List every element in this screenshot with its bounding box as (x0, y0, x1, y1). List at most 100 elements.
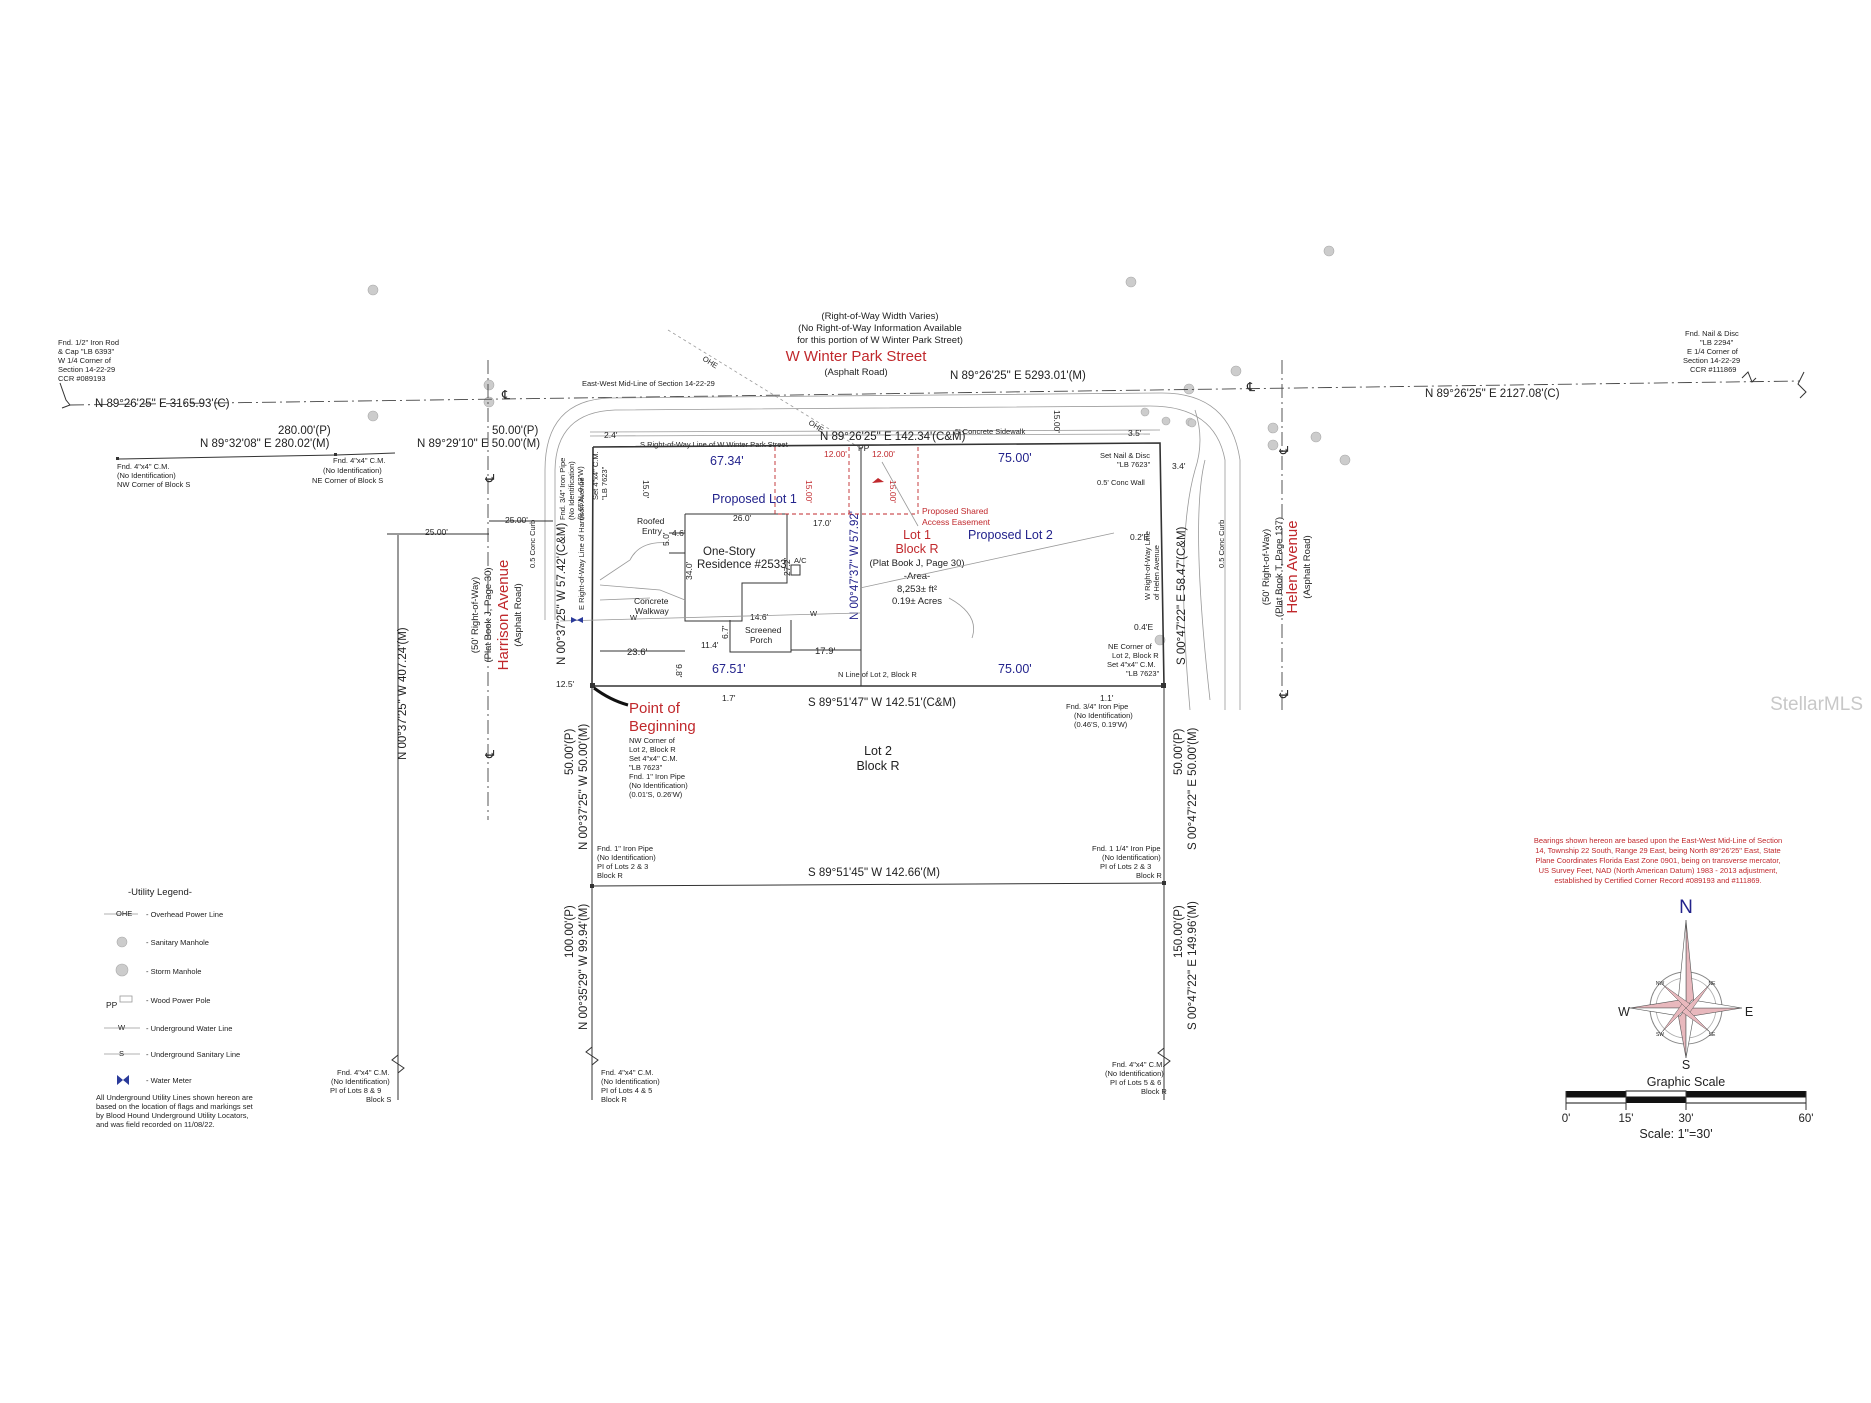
helen-label-group: Helen Avenue (Asphalt Road) (50' Right-o… (1261, 517, 1313, 617)
pi23e-1: Fnd. 1 1/4" Iron Pipe (1092, 844, 1161, 853)
pi23e-4: Block R (1136, 871, 1162, 880)
lot1-plat: (Plat Book J, Page 30) (869, 558, 964, 569)
legend-item-water-line: - Underground Water Line (146, 1024, 232, 1033)
legend-item-power-pole: - Wood Power Pole (146, 996, 210, 1005)
lot-utilities: W W (559, 532, 1115, 639)
water-meter (571, 617, 577, 623)
watermark: StellarMLS (1770, 694, 1863, 715)
pi23w-3: PI of Lots 2 & 3 (597, 862, 648, 871)
dim-12-b: 12.00' (872, 449, 895, 459)
power-pole-icon: PP (106, 1000, 118, 1010)
walkway-1: Concrete (634, 596, 669, 606)
nw-block-s-2: (No Identification) (117, 471, 176, 480)
point-of-beginning: Point of Beginning NW Corner of Lot 2, B… (593, 686, 696, 799)
legend-item-water-meter: - Water Meter (146, 1076, 192, 1085)
midline-e-bearing: N 89°26'25" E 2127.08'(C) (1425, 388, 1560, 400)
legend-note-2: based on the location of flags and marki… (96, 1102, 254, 1111)
storm-manhole (1310, 431, 1322, 443)
street-centerlines: ℄ ℄ ℄ ℄ (483, 360, 1291, 820)
dim-25-b: 25.00' (505, 515, 528, 525)
pi23w-1: Fnd. 1" Iron Pipe (597, 844, 653, 853)
pi89-1: Fnd. 4"x4" C.M. (337, 1068, 389, 1077)
set-cm-2: "LB 7623" (600, 466, 609, 500)
harrison-plat: 50.00'(P) (492, 425, 538, 437)
dim-3-4: 3.4' (1172, 461, 1186, 471)
ac-unit (790, 564, 801, 576)
lot1-label-group: Lot 1 Block R (Plat Book J, Page 30) -Ar… (869, 528, 964, 607)
centerline-symbol: ℄ (1246, 380, 1256, 394)
harrison-label-group: Harrison Avenue (Asphalt Road) (50' Righ… (470, 560, 524, 671)
dim-26-0: 26.0' (733, 513, 752, 523)
pi45-1: Fnd. 4"x4" C.M. (601, 1068, 653, 1077)
harrison-measured: N 89°29'10" E 50.00'(M) (417, 438, 540, 450)
proposed-lot2-label: Proposed Lot 2 (968, 528, 1053, 542)
compass-e: E (1745, 1005, 1753, 1019)
porch-1: Screened (745, 625, 782, 635)
pob-desc-7: (0.01'S, 0.26'W) (629, 790, 683, 799)
dim-2-4: 2.4' (604, 430, 618, 440)
pi56-4: Block R (1141, 1087, 1167, 1096)
dim-23-6: 23.6' (627, 647, 647, 658)
compass-s: S (1682, 1058, 1690, 1072)
pob-desc-1: NW Corner of (629, 736, 676, 745)
lot2-block-label: Block R (856, 759, 899, 773)
ac-label: A/C (794, 556, 807, 565)
ne-block-s-2: (No Identification) (323, 466, 382, 475)
water-line-icon: W (118, 1023, 126, 1032)
storm-manhole (367, 410, 379, 422)
corner-notes: Fnd. 3/4" Iron Pipe (No Identification) … (558, 451, 1160, 729)
dim-67-51: 67.51' (712, 662, 746, 676)
storm-manhole (1183, 383, 1195, 395)
lot3-south-bearing: S 89°51'45" W 142.66'(M) (808, 867, 940, 879)
legend-item-sanitary-manhole: - Sanitary Manhole (146, 938, 209, 947)
scale-title: Graphic Scale (1647, 1075, 1726, 1089)
dim-1-1: 1.1' (1100, 693, 1114, 703)
w-quarter-line2: & Cap "LB 6393" (58, 347, 115, 356)
road-edges: 0.5 Conc Curb 0.5 Conc Curb 0.5' Conc Wa… (528, 392, 1241, 711)
iron-pipe-34-2: (No Identification) (567, 461, 576, 520)
east-line-bearing: S 00°47'22" E 58.47'(C&M) (1176, 526, 1188, 665)
scale-0: 0' (1562, 1113, 1571, 1125)
e-quarter-line5: CCR #111869 (1690, 365, 1736, 374)
pi56-2: (No Identification) (1105, 1069, 1164, 1078)
e-quarter-line1: Fnd. Nail & Disc (1685, 329, 1739, 338)
dim-27-2: 27.2' (782, 557, 792, 576)
compass-n: N (1679, 897, 1693, 918)
legend-item-sanitary-line: - Underground Sanitary Line (146, 1050, 240, 1059)
block-s-plat: 280.00'(P) (278, 425, 331, 437)
pi23e-3: PI of Lots 2 & 3 (1100, 862, 1151, 871)
dim-5-0: 5.0' (661, 532, 671, 546)
n-line-lot2-label: N Line of Lot 2, Block R (838, 670, 917, 679)
power-pole-label: PP (858, 443, 870, 453)
residence-line1: One-Story (703, 546, 756, 558)
house-footprint: Proposed Lot 1 Proposed Lot 2 Roofed Ent… (599, 492, 1053, 678)
ne-lot2-4: "LB 7623" (1126, 669, 1160, 678)
dim-75-00-bottom: 75.00' (998, 662, 1032, 676)
pi23e-2: (No Identification) (1102, 853, 1161, 862)
north-line-bearing: N 89°26'25" E 142.34'(C&M) (820, 431, 966, 443)
roofed-entry-1: Roofed (637, 516, 665, 526)
winter-park-street-name: W Winter Park Street (786, 348, 928, 365)
dim-11-4: 11.4' (701, 640, 719, 650)
dimensions: 67.34' 75.00' 67.51' 75.00' 12.00' 12.00… (387, 410, 1186, 703)
compass-nw: NW (1656, 981, 1665, 987)
w-quarter-line5: CCR #089193 (58, 374, 106, 383)
pob-desc-5: Fnd. 1" Iron Pipe (629, 772, 685, 781)
lot2-label: Lot 2 (864, 744, 892, 758)
midline-e-top-bearing: N 89°26'25" E 5293.01'(M) (950, 370, 1086, 382)
scale-30: 30' (1679, 1113, 1694, 1125)
storm-manhole (1267, 422, 1279, 434)
storm-manhole (1230, 365, 1242, 377)
roofed-entry-2: Entry (642, 526, 663, 536)
ne-block-s-3: NE Corner of Block S (312, 476, 383, 485)
harrison-row: (50' Right-of-Way) (470, 577, 481, 653)
e-quarter-line3: E 1/4 Corner of (1687, 347, 1739, 356)
w-quarter-line1: Fnd. 1/2" Iron Rod (58, 338, 119, 347)
w-quarter-line4: Section 14-22-29 (58, 365, 115, 374)
dim-15-a: 15.00' (804, 480, 814, 503)
street-labels: (Right-of-Way Width Varies) (No Right-of… (470, 311, 1313, 670)
water-meter-icon (117, 1075, 123, 1085)
south-line-bearing: S 89°51'47" W 142.51'(C&M) (808, 697, 956, 709)
lot2-west-measured: N 00°37'25" W 50.00'(M) (578, 724, 590, 850)
